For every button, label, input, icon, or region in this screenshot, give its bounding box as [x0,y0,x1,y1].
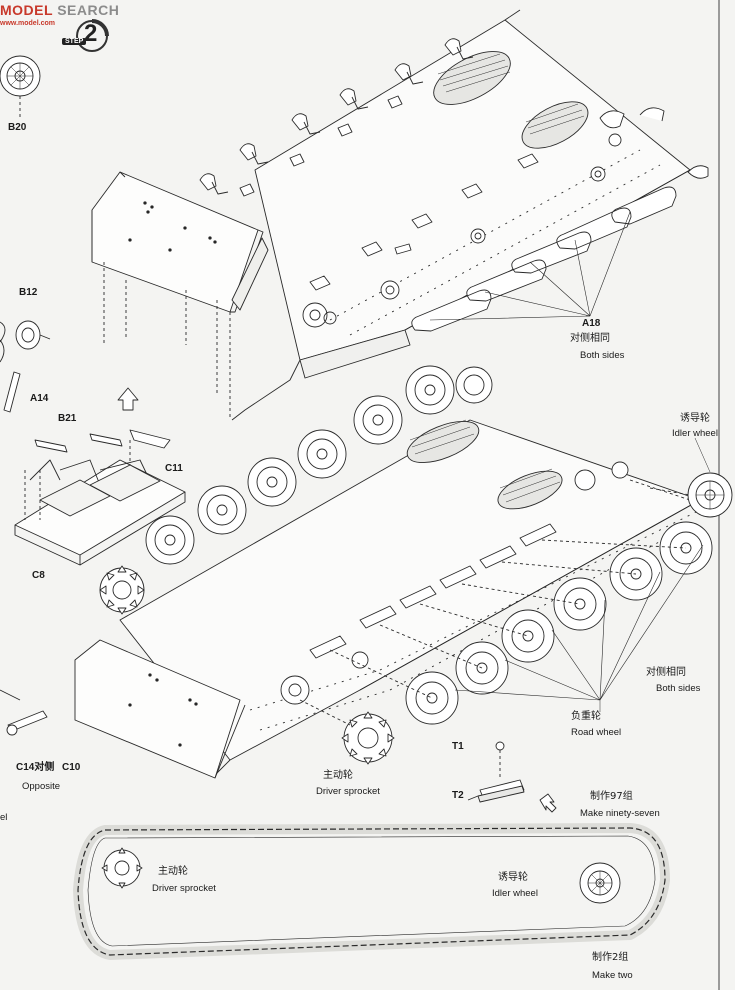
track-link-icon [467,741,525,803]
driver-sprocket-cn-top: 主动轮 [323,770,353,781]
both-sides-en-bottom: Both sides [656,683,701,694]
watermark-url: www.model.com [0,20,55,27]
upper-hull-vents [433,51,589,149]
part-label-a14: A14 [30,393,49,404]
a14-bar-part [0,339,21,413]
part-label-b20: B20 [8,122,27,133]
lower-hull-vents [406,419,563,510]
suspension-arm-row-top [199,38,474,197]
label-leader-lines [586,315,711,712]
road-wheel-icon [145,515,195,565]
driver-sprocket-cn-bottom: 主动轮 [158,866,188,877]
both-sides-cn-bottom: 对侧相同 [646,667,686,678]
road-wheels-top-row [145,365,493,565]
driver-sprocket-en-top: Driver sprocket [316,786,380,797]
track-idler-icon [579,862,621,904]
make-2-en: Make two [592,970,633,981]
placement-guide-lines-top [103,262,231,420]
road-wheel-en: Road wheel [571,727,622,738]
arrow-up-icon [117,387,139,411]
both-sides-en-top: Both sides [580,350,625,361]
part-label-c8: C8 [32,570,45,581]
c14-part [0,689,48,736]
bearing-parts-top [302,107,709,328]
idler-wheel-en-bottom: Idler wheel [492,888,538,899]
part-label-c10: C10 [62,762,81,773]
road-wheels-bottom-row [329,521,713,725]
step-label: STEP [62,38,87,45]
b20-wheel-part [0,55,41,118]
opposite-label: Opposite [22,781,61,792]
part-label-t2: T2 [452,790,464,801]
sprocket-icon [99,565,145,615]
edge-fragment-label: el [0,812,8,823]
step-badge-icon [76,19,109,52]
part-label-b21: B21 [58,413,77,424]
swing-arms-bottom [280,461,691,705]
driver-sprocket-lower [299,699,395,765]
arrow-down-right-icon [539,793,557,813]
part-label-t1: T1 [452,741,464,752]
c8-floor-plate [14,440,186,566]
road-wheel-cn: 负重轮 [571,711,601,722]
make-97-cn: 制作97组 [590,791,633,802]
both-sides-cn-top: 对侧相同 [570,333,610,344]
driver-sprocket-en-bottom: Driver sprocket [152,883,216,894]
track-sprocket-icon [101,847,143,889]
idler-wheel-icon [649,472,733,518]
idler-wheel-en-top: Idler wheel [672,428,718,439]
swing-arms-a18 [411,186,677,332]
idler-wheel-cn-bottom: 诱导轮 [498,872,528,883]
make-97-en: Make ninety-seven [580,808,660,819]
idler-wheel-cn-top: 诱导轮 [680,413,710,424]
step-number: 2 [84,20,98,47]
watermark-logo: MODEL SEARCH [0,2,120,18]
front-glacis-plate-top [91,171,269,313]
part-label-a18: A18 [582,318,601,329]
track-loop [73,823,670,960]
make-2-cn: 制作2组 [592,952,629,963]
front-glacis-plate-bottom [74,639,246,779]
part-label-c14: C14对侧 [16,762,55,773]
b12-hub-part [0,320,51,350]
bump-stop-row [309,153,539,291]
b21-brackets [34,429,171,453]
part-label-b12: B12 [19,287,38,298]
part-label-c11: C11 [165,463,183,474]
